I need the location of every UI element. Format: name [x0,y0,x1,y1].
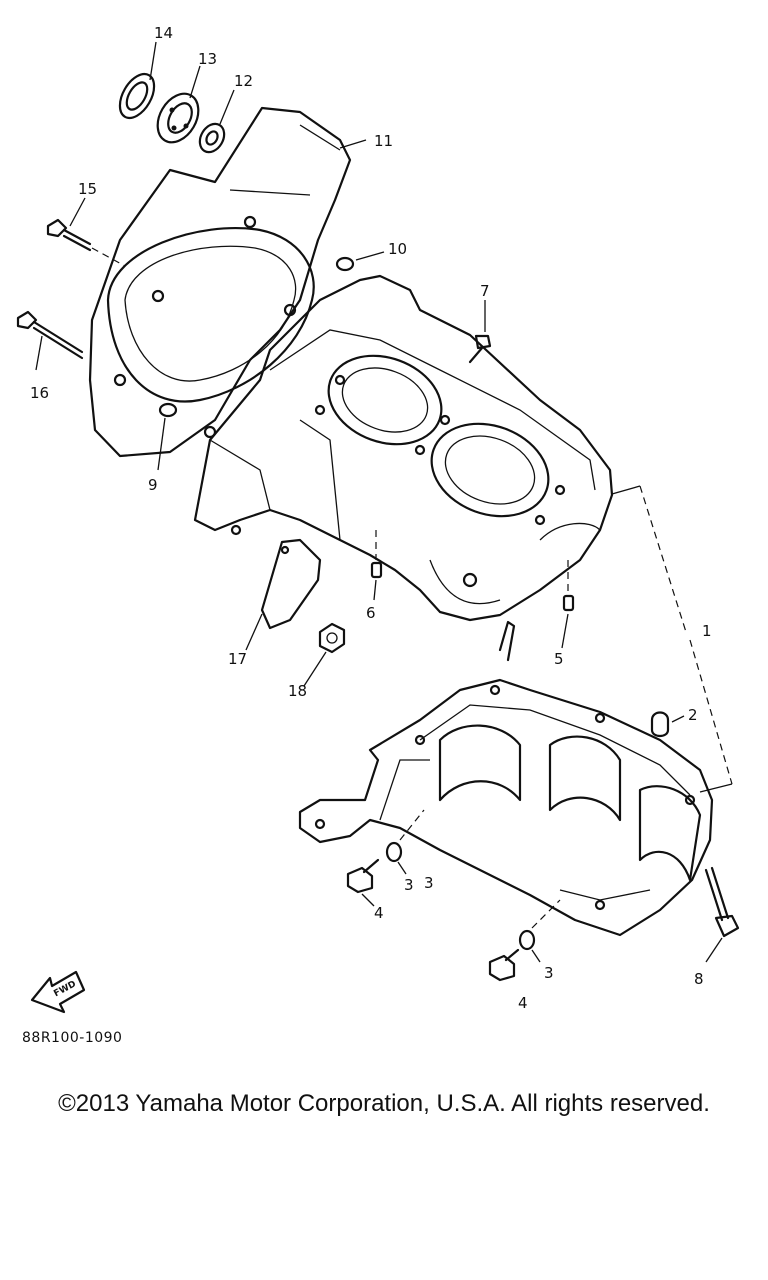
callout-9: 9 [148,476,158,494]
callout-4-lower: 4 [518,994,528,1012]
callout-18: 18 [288,682,307,700]
bolt-part-4-upper [346,858,380,907]
long-bolt-part-16 [16,310,84,371]
callout-10: 10 [388,240,407,258]
callout-labels: 14 13 12 11 15 10 7 16 9 6 17 18 5 1 2 3… [30,24,712,1012]
callout-2: 2 [688,706,698,724]
dowel-part-9 [157,402,178,471]
callout-8: 8 [694,970,704,988]
bearing-part-13 [156,65,201,144]
dowel-part-5 [561,560,575,649]
cover-plate-part-17 [245,538,322,651]
oil-seal-part-14 [118,41,157,120]
dowel-part-10 [335,251,385,272]
dowel-part-6 [370,530,383,601]
callout-11: 11 [374,132,393,150]
copyright-notice: ©2013 Yamaha Motor Corporation, U.S.A. A… [58,1090,710,1117]
callout-1: 1 [702,622,712,640]
bolt-part-4-lower [488,948,520,982]
crankcase-exploded-diagram: FWD 14 13 12 11 15 10 7 16 9 6 17 18 5 1… [16,24,740,1014]
nut-part-18 [303,622,346,687]
callout-4-upper: 4 [374,904,384,922]
collar-part-12 [198,89,235,154]
callout-3-upper: 3 [404,876,414,894]
callout-6: 6 [366,604,376,622]
drawing-code: 88R100-1090 [22,1030,123,1046]
callout-3-right: 3 [424,874,434,892]
callout-3-mid: 3 [544,964,554,982]
lower-crankcase [298,620,714,937]
callout-14: 14 [154,24,173,42]
crankcase-cover-part-11 [88,106,367,458]
upper-crankcase-part-1 [193,274,614,622]
assembly-bracket [611,485,733,793]
callout-12: 12 [234,72,253,90]
callout-7: 7 [480,282,490,300]
callout-17: 17 [228,650,247,668]
callout-5: 5 [554,650,564,668]
bolt-part-7 [468,300,492,364]
callout-16: 16 [30,384,49,402]
bolt-part-15 [46,197,126,267]
washer-part-3-lower [518,899,561,963]
cap-part-2 [650,711,685,738]
fwd-arrow-icon: FWD [30,970,86,1014]
stud-bolt-part-8 [704,866,740,963]
callout-13: 13 [198,50,217,68]
washer-part-3-upper [385,809,425,875]
callout-15: 15 [78,180,97,198]
